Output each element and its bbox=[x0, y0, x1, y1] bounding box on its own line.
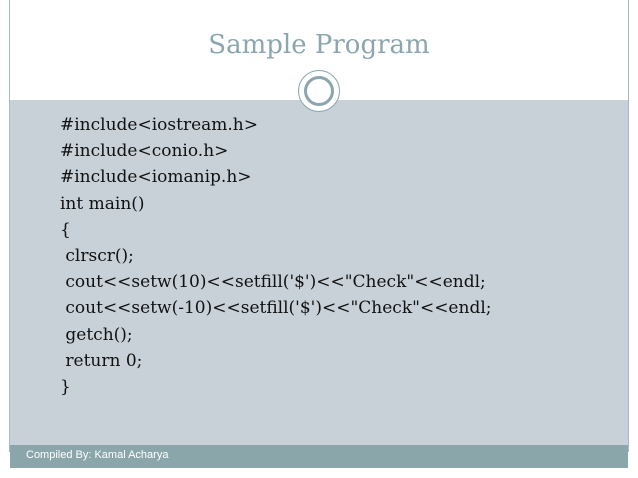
code-listing: #include<iostream.h> #include<conio.h> #… bbox=[60, 112, 492, 400]
slide-left-border bbox=[9, 0, 10, 452]
slide-title: Sample Program bbox=[208, 30, 430, 60]
code-line: #include<conio.h> bbox=[60, 141, 229, 162]
code-line: #include<iomanip.h> bbox=[60, 167, 252, 188]
slide-right-border bbox=[628, 0, 629, 452]
footer-bar: Compiled By: Kamal Acharya bbox=[10, 445, 628, 468]
code-line: { bbox=[60, 219, 71, 240]
code-line: int main() bbox=[60, 193, 145, 214]
circle-ornament-inner bbox=[304, 76, 334, 106]
code-line: cout<<setw(-10)<<setfill('$')<<"Check"<<… bbox=[60, 298, 492, 319]
code-line: clrscr(); bbox=[60, 245, 134, 266]
code-line: #include<iostream.h> bbox=[60, 115, 258, 135]
code-line: cout<<setw(10)<<setfill('$')<<"Check"<<e… bbox=[60, 272, 486, 293]
content-panel bbox=[10, 98, 628, 447]
code-line: } bbox=[60, 376, 71, 397]
footer-credit: Compiled By: Kamal Acharya bbox=[26, 449, 169, 461]
code-line: getch(); bbox=[60, 324, 133, 345]
circle-ornament-icon bbox=[298, 70, 340, 112]
code-line: return 0; bbox=[60, 350, 143, 371]
